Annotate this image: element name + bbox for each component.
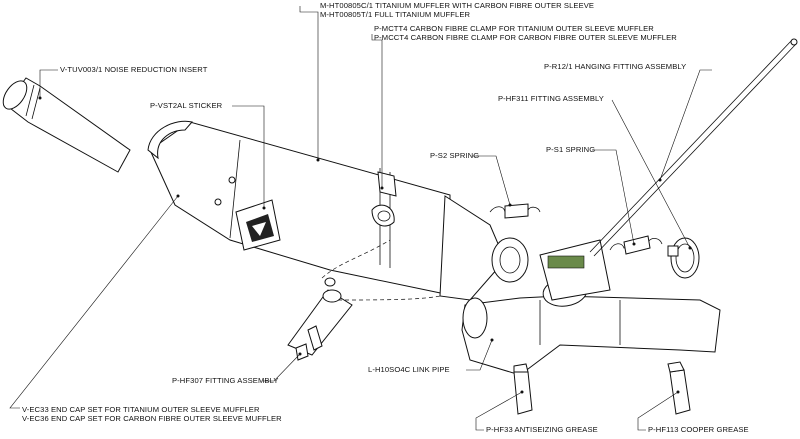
label-end-cap-carbon: V-EC36 END CAP SET FOR CARBON FIBRE OUTE… (22, 414, 282, 423)
label-spring-s1: P-S1 SPRING (546, 145, 596, 154)
label-fitting-assembly-hf311: P-HF311 FITTING ASSEMBLY (498, 94, 604, 103)
leader-lines (9, 6, 712, 431)
antiseizing-grease-tube (513, 363, 533, 415)
label-hanging-fitting-assembly: P-R12/1 HANGING FITTING ASSEMBLY (544, 62, 687, 71)
label-muffler-full-titanium: M-HT00805T/1 FULL TITANIUM MUFFLER (320, 10, 471, 19)
link-pipe (461, 239, 721, 376)
hanging-fitting-assembly (589, 38, 798, 257)
label-spring-s2: P-S2 SPRING (430, 151, 480, 160)
muffler (147, 120, 529, 301)
label-fitting-assembly-hf307: P-HF307 FITTING ASSEMBLY (172, 376, 279, 385)
label-antiseizing-grease: P-HF33 ANTISEIZING GREASE (486, 425, 598, 434)
sticker (235, 199, 281, 251)
noise-reduction-insert (2, 77, 131, 173)
spring-s1 (609, 235, 663, 255)
copper-grease-tube (667, 361, 691, 415)
fitting-assembly-hf311 (667, 237, 700, 279)
label-sticker: P-VST2AL STICKER (150, 101, 223, 110)
spring-s2 (489, 203, 541, 219)
label-copper-grease: P-HF113 COOPER GREASE (648, 425, 749, 434)
label-muffler-titanium: M-HT00805C/1 TITANIUM MUFFLER WITH CARBO… (320, 1, 595, 10)
carbon-clamp (371, 171, 397, 227)
label-noise-reduction-insert: V-TUV003/1 NOISE REDUCTION INSERT (60, 65, 208, 74)
label-end-cap-titanium: V-EC33 END CAP SET FOR TITANIUM OUTER SL… (22, 405, 260, 414)
label-link-pipe: L-H10SO4C LINK PIPE (368, 365, 450, 374)
label-clamp-carbon: P-MCCT4 CARBON FIBRE CLAMP FOR CARBON FI… (374, 33, 677, 42)
fitting-assembly-hf307 (287, 239, 441, 361)
label-clamp-titanium: P-MCTT4 CARBON FIBRE CLAMP FOR TITANIUM … (374, 24, 654, 33)
